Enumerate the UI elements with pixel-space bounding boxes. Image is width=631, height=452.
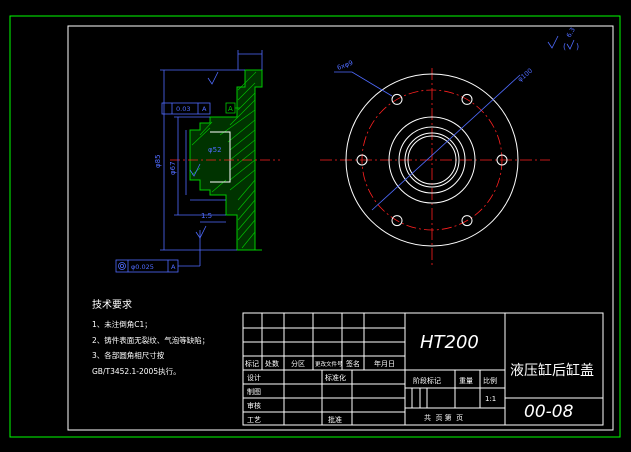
bolt-hole <box>391 215 403 227</box>
bore-dia-label: φ52 <box>208 146 222 154</box>
bore-circle-1 <box>404 132 460 188</box>
material-text: HT200 <box>420 332 479 353</box>
outer-circle <box>345 73 519 247</box>
label-standardization: 标准化 <box>325 373 346 382</box>
boss-circle <box>398 126 466 194</box>
outer-frame <box>9 15 621 438</box>
roughness-paren-close: ) <box>576 42 579 51</box>
label-zone: 分区 <box>291 359 305 368</box>
bolt-holes <box>356 93 508 227</box>
roughness-marks <box>189 71 219 239</box>
bolt-circle <box>361 89 503 231</box>
tolerance-value: 0.03 <box>176 105 190 113</box>
label-process: 工艺 <box>247 416 261 424</box>
label-weight: 重量 <box>459 377 473 385</box>
title-block-labels: 标记 处数 分区 更改文件号 签名 年月日 设计 标准化 制图 审核 工艺 批准… <box>245 332 594 424</box>
title-block <box>242 312 604 426</box>
tech-req-item-1: 1、未注倒角C1； <box>92 319 152 329</box>
general-roughness: ( 6.3 ) <box>547 26 579 51</box>
height-dim-label: φ67 <box>169 161 177 175</box>
concentricity-frame: φ0.025 A <box>115 230 201 273</box>
bolt-circle-leader <box>371 74 521 211</box>
concentricity-ref: A <box>171 263 176 271</box>
datum-flag: A <box>225 102 240 114</box>
bolt-hole <box>496 154 508 166</box>
end-view: φ100 6xφ9 <box>320 59 550 265</box>
drawing-number: 00-08 <box>524 402 574 422</box>
roughness-paren: ( <box>563 42 566 51</box>
tech-req-item-4: GB/T3452.1-2005执行。 <box>92 366 181 376</box>
bolt-hole <box>391 93 403 105</box>
technical-requirements: 技术要求 1、未注倒角C1； 2、铸件表面无裂纹、气泡等缺陷； 3、各部圆角相尺… <box>92 298 209 376</box>
section-dimensions <box>160 50 263 251</box>
label-change-doc: 更改文件号 <box>315 360 343 368</box>
roughness-value: 6.3 <box>565 26 577 39</box>
label-scale: 比例 <box>483 376 497 385</box>
tech-req-title: 技术要求 <box>92 298 132 311</box>
bore-outline <box>210 131 231 183</box>
bolt-hole <box>461 93 473 105</box>
chamfer-label: 1.5 <box>201 212 212 220</box>
bore-circle-2 <box>407 135 457 185</box>
bolt-hole <box>461 215 473 227</box>
hatch-lines <box>191 71 257 249</box>
tech-req-item-2: 2、铸件表面无裂纹、气泡等缺陷； <box>92 335 209 345</box>
label-date: 年月日 <box>374 359 395 368</box>
outer-dia-label: φ85 <box>154 154 162 168</box>
bolt-hole <box>356 154 368 166</box>
section-view: φ85 φ67 φ52 1.5 0.03 A A φ0.025 A <box>115 50 280 273</box>
label-review: 审核 <box>247 401 261 410</box>
tolerance-ref: A <box>202 105 207 113</box>
hole-spec-label: 6xφ9 <box>336 59 354 72</box>
concentricity-value: φ0.025 <box>131 263 154 271</box>
label-mark: 标记 <box>245 359 259 368</box>
label-draw: 制图 <box>247 387 261 396</box>
hole-leader <box>334 71 393 97</box>
sheets-text: 共 页 第 页 <box>424 413 463 422</box>
datum-letter: A <box>228 105 233 113</box>
label-signature: 签名 <box>346 359 360 368</box>
label-count: 处数 <box>265 359 279 368</box>
bolt-circle-dia-label: φ100 <box>516 67 534 84</box>
label-approve: 批准 <box>328 415 342 424</box>
label-stage-mark: 阶段标记 <box>413 376 441 385</box>
label-design: 设计 <box>247 373 261 382</box>
hub-circle <box>388 116 476 204</box>
inner-frame <box>67 25 614 431</box>
scale-value: 1:1 <box>485 395 496 403</box>
tolerance-frame: 0.03 A <box>161 102 211 115</box>
part-name: 液压缸后缸盖 <box>510 362 594 379</box>
tech-req-item-3: 3、各部圆角相尺寸按 <box>92 350 165 360</box>
